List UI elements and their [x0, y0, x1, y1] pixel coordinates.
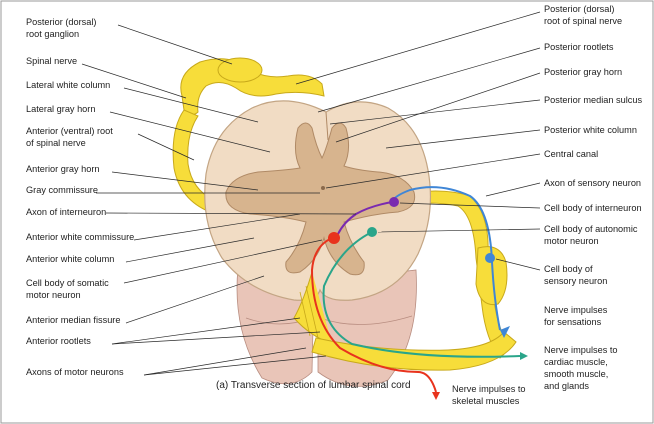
label-anterior-rootlets: Anterior rootlets	[26, 336, 91, 346]
label-nerve-impulses-sensations-1: Nerve impulses	[544, 305, 608, 315]
label-lateral-white-column: Lateral white column	[26, 80, 110, 90]
label-anterior-gray-horn: Anterior gray horn	[26, 164, 100, 174]
label-posterior-dorsal-root-ganglion-2: root ganglion	[26, 29, 79, 39]
label-nerve-impulses-glands-2: cardiac muscle,	[544, 357, 608, 367]
label-nerve-impulses-sensations-2: for sensations	[544, 317, 602, 327]
label-nerve-impulses-glands-1: Nerve impulses to	[544, 345, 618, 355]
label-anterior-ventral-root-2: of spinal nerve	[26, 138, 86, 148]
arrow-skeletal-muscles	[432, 392, 440, 400]
label-posterior-dorsal-root-ganglion-1: Posterior (dorsal)	[26, 17, 96, 27]
label-posterior-rootlets: Posterior rootlets	[544, 42, 614, 52]
label-nerve-impulses-glands-4: and glands	[544, 381, 589, 391]
somatic-motor-neuron-cell-body	[328, 232, 340, 244]
sensory-neuron-cell-body	[485, 253, 495, 263]
label-spinal-nerve: Spinal nerve	[26, 56, 77, 66]
label-posterior-dorsal-root-1: Posterior (dorsal)	[544, 4, 614, 14]
label-cell-body-sensory-2: sensory neuron	[544, 276, 607, 286]
arrow-glands	[520, 352, 528, 360]
interneuron-cell-body	[389, 197, 399, 207]
label-cell-body-autonomic-2: motor neuron	[544, 236, 599, 246]
label-posterior-median-sulcus: Posterior median sulcus	[544, 95, 642, 105]
label-central-canal: Central canal	[544, 149, 598, 159]
label-cell-body-sensory-1: Cell body of	[544, 264, 593, 274]
autonomic-motor-neuron-cell-body	[367, 227, 377, 237]
label-anterior-white-column: Anterior white column	[26, 254, 114, 264]
label-nerve-impulses-glands-3: smooth muscle,	[544, 369, 608, 379]
label-anterior-median-fissure: Anterior median fissure	[26, 315, 120, 325]
label-posterior-gray-horn: Posterior gray horn	[544, 67, 622, 77]
right-labels: Posterior (dorsal) root of spinal nerve …	[544, 4, 642, 391]
label-lateral-gray-horn: Lateral gray horn	[26, 104, 95, 114]
label-cell-body-somatic-motor-2: motor neuron	[26, 290, 81, 300]
label-axon-of-interneuron: Axon of interneuron	[26, 207, 106, 217]
central-canal	[321, 186, 325, 190]
label-cell-body-autonomic-1: Cell body of autonomic	[544, 224, 638, 234]
figure-caption: (a) Transverse section of lumbar spinal …	[216, 380, 411, 391]
label-axons-of-motor-neurons: Axons of motor neurons	[26, 367, 124, 377]
label-cell-body-of-interneuron: Cell body of interneuron	[544, 203, 642, 213]
label-anterior-white-commissure: Anterior white commissure	[26, 232, 134, 242]
label-posterior-white-column: Posterior white column	[544, 125, 637, 135]
label-cell-body-somatic-motor-1: Cell body of somatic	[26, 278, 109, 288]
label-axon-of-sensory-neuron: Axon of sensory neuron	[544, 178, 641, 188]
label-nerve-impulses-skeletal-1: Nerve impulses to	[452, 384, 526, 394]
label-posterior-dorsal-root-2: root of spinal nerve	[544, 16, 622, 26]
label-gray-commissure: Gray commissure	[26, 185, 98, 195]
label-nerve-impulses-skeletal-2: skeletal muscles	[452, 396, 520, 406]
left-labels: Posterior (dorsal) root ganglion Spinal …	[26, 17, 134, 377]
label-anterior-ventral-root-1: Anterior (ventral) root	[26, 126, 113, 136]
